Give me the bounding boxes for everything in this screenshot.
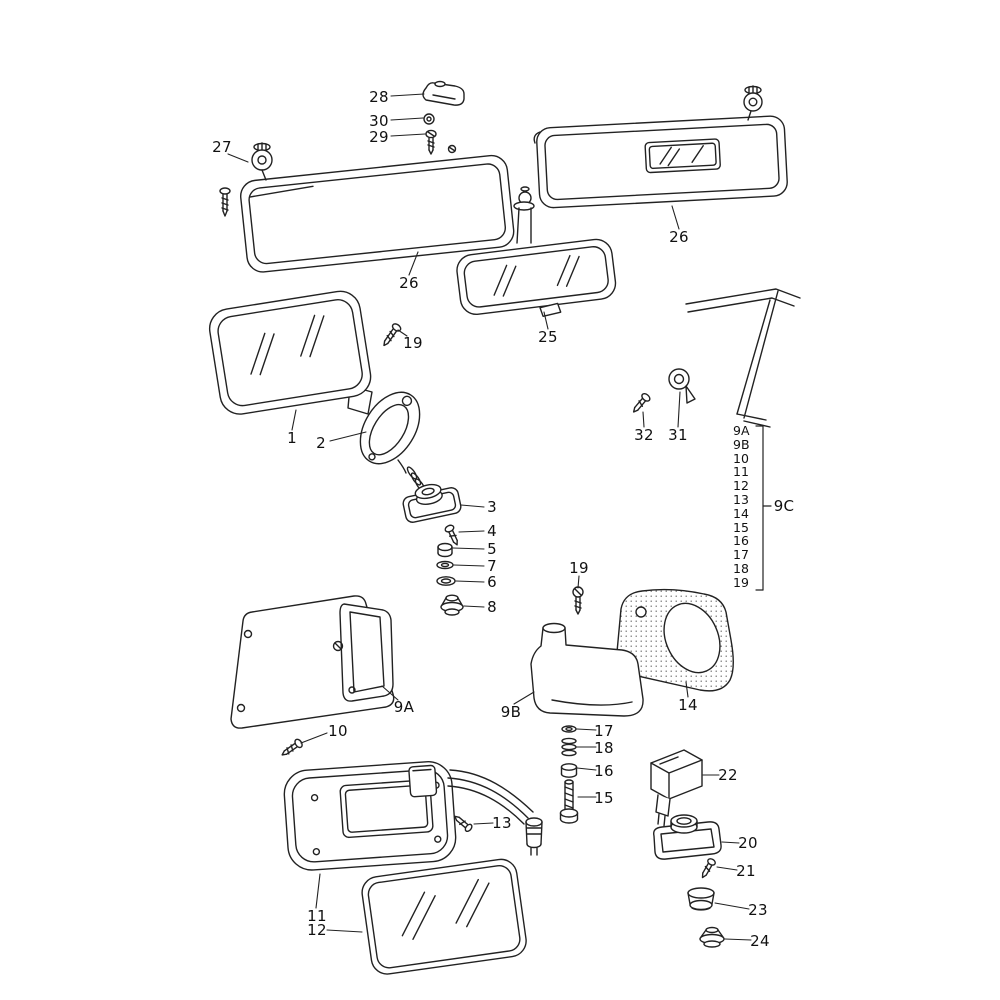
label-part-20: 20 [738, 834, 758, 852]
switch-base-20 [652, 814, 722, 860]
screw-19-lower [572, 586, 584, 615]
door-trim-panel-9a [230, 595, 395, 729]
bolt-19-upper [383, 323, 402, 347]
gasket-14 [616, 588, 734, 692]
screw-10 [281, 738, 303, 756]
parts-list-bracket [755, 425, 772, 591]
label-part-16: 16 [594, 762, 614, 780]
label-part-13: 13 [492, 814, 512, 832]
label-part-1: 1 [287, 429, 297, 447]
screw-4 [444, 524, 458, 546]
window-frame [685, 288, 801, 428]
screw-21 [701, 858, 716, 879]
grommet-8 [440, 594, 464, 616]
label-part-24: 24 [750, 932, 770, 950]
screw-29 [425, 129, 437, 155]
label-part-9b: 9B [500, 703, 522, 721]
visor-mount-right [743, 85, 763, 121]
grommet-23 [687, 887, 715, 911]
label-part-27: 27 [212, 138, 232, 156]
spring-18 [561, 737, 577, 757]
label-part-17: 17 [594, 722, 614, 740]
label-part-25: 25 [538, 328, 558, 346]
label-part-14: 14 [678, 696, 698, 714]
parts-list-item: 14 [733, 505, 749, 521]
label-part-3: 3 [487, 498, 497, 516]
rearview-mirror-25 [456, 186, 617, 318]
washer-30 [423, 113, 435, 125]
mirror-glass-12 [361, 858, 527, 975]
label-part-30: 30 [369, 112, 389, 130]
washer-7 [436, 560, 454, 570]
label-part-32: 32 [634, 426, 654, 444]
screw-13 [454, 815, 473, 833]
parts-list-item: 18 [733, 560, 749, 576]
mirror-switch-22 [650, 749, 703, 827]
label-visor-right-26: 26 [669, 228, 689, 246]
bolt-15 [559, 779, 579, 824]
washer-17 [561, 725, 577, 733]
clip-31 [668, 368, 696, 404]
exterior-mirror-1 [208, 290, 373, 415]
label-part-19-lower: 19 [569, 559, 589, 577]
label-part-10: 10 [328, 722, 348, 740]
parts-list-item: 19 [733, 574, 749, 590]
parts-list-item: 11 [733, 464, 749, 480]
visor-mount-left [219, 142, 273, 217]
parts-list-item: 12 [733, 478, 749, 494]
mirror-housing-11 [283, 761, 543, 871]
parts-list-item: 9A [733, 423, 750, 438]
label-part-9a: 9A [393, 698, 415, 716]
sun-visor-right [533, 115, 788, 209]
label-part-15: 15 [594, 789, 614, 807]
parts-list-item: 10 [733, 450, 749, 466]
label-part-19-upper: 19 [403, 334, 423, 352]
label-part-28: 28 [369, 88, 389, 106]
label-part-6: 6 [487, 573, 497, 591]
mirror-base-3 [402, 483, 462, 523]
label-group-9c: 9C [773, 497, 795, 515]
visor-clip-28 [422, 80, 465, 106]
label-part-5: 5 [487, 540, 497, 558]
mirror-gasket-2 [359, 391, 430, 494]
label-part-11: 11 [307, 907, 327, 925]
ring-6 [436, 576, 456, 586]
label-part-22: 22 [718, 766, 738, 784]
label-part-21: 21 [736, 862, 756, 880]
parts-list-item: 15 [733, 519, 749, 535]
label-part-31: 31 [668, 426, 688, 444]
label-part-12: 12 [307, 921, 327, 939]
sun-visor-left [240, 144, 515, 273]
nut-16 [560, 763, 578, 778]
label-part-4: 4 [487, 522, 497, 540]
mirror-arm-9b [530, 622, 644, 717]
leader-lines [227, 93, 752, 941]
label-part-29: 29 [369, 128, 389, 146]
label-part-8: 8 [487, 598, 497, 616]
screw-32 [632, 393, 651, 413]
nut-5 [437, 542, 453, 558]
label-visor-left-26: 26 [399, 274, 419, 292]
label-part-2: 2 [316, 434, 326, 452]
parts-list-item: 9B [733, 436, 750, 452]
parts-list-item: 17 [733, 547, 749, 563]
label-part-18: 18 [594, 739, 614, 757]
parts-list-item: 16 [733, 533, 749, 549]
grommet-24 [699, 926, 725, 948]
parts-list-9c: 9A 9B 10 11 12 13 14 15 16 17 18 19 [733, 424, 750, 590]
label-part-23: 23 [748, 901, 768, 919]
label-part-7: 7 [487, 557, 497, 575]
parts-list-item: 13 [733, 491, 749, 507]
